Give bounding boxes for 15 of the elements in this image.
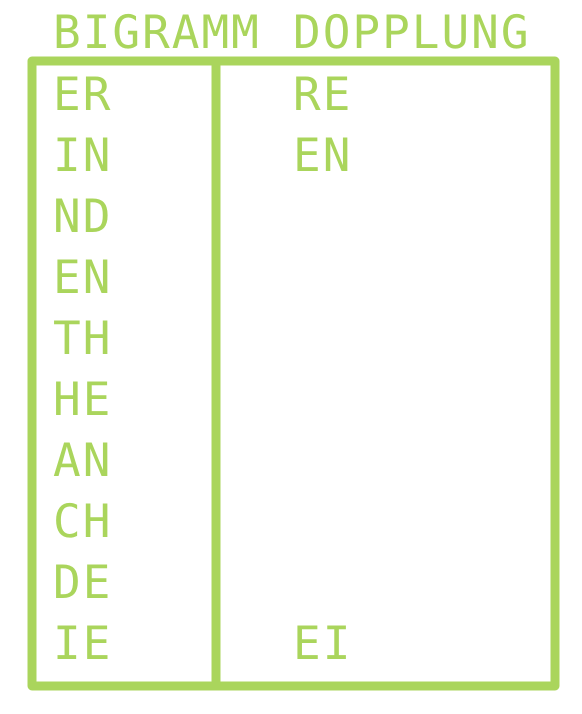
bigram-text: CH — [53, 496, 112, 546]
doubling-text: EN — [293, 130, 352, 180]
bigram-text: IE — [53, 618, 112, 668]
bigram-text: AN — [53, 435, 112, 485]
column-header: BIGRAMM — [53, 7, 261, 57]
bigram-text: TH — [53, 313, 112, 363]
bigram-text: EN — [53, 252, 112, 302]
doubling-text: EI — [293, 618, 352, 668]
bigram-text: IN — [53, 130, 112, 180]
bigram-text: HE — [53, 374, 112, 424]
bigram-text: ER — [53, 69, 112, 119]
bigram-text: ND — [53, 191, 112, 241]
doubling-text: RE — [293, 69, 352, 119]
column-header: DOPPLUNG — [293, 7, 531, 57]
bigram-text: DE — [53, 557, 112, 607]
